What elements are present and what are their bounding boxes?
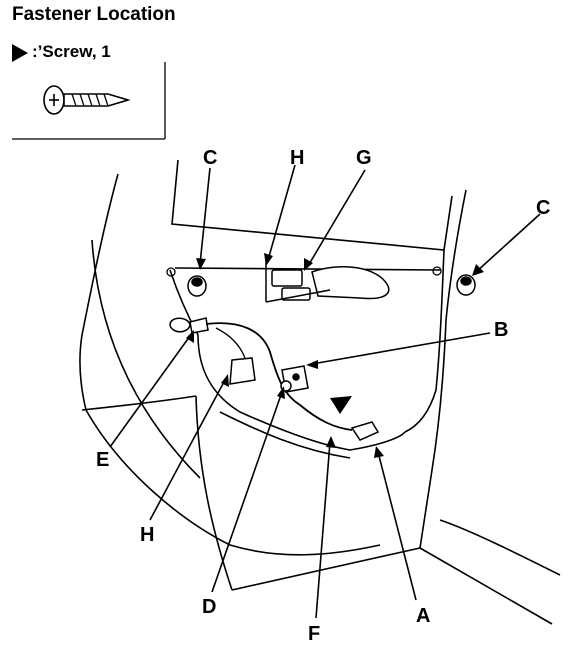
legend-box <box>12 62 166 140</box>
callout-a: A <box>416 605 430 627</box>
clip-c-left <box>187 275 207 297</box>
connector-f <box>350 421 380 441</box>
bracket-h-lower <box>229 357 256 385</box>
page-title: Fastener Location <box>12 4 176 25</box>
bracket-b <box>280 365 309 393</box>
callout-h-upper: H <box>290 147 304 169</box>
callout-d: D <box>202 596 216 618</box>
callout-c-right: C <box>536 197 550 219</box>
callout-h-lower: H <box>140 524 154 546</box>
wire-harness <box>205 322 353 431</box>
door-outline <box>79 159 561 625</box>
callout-c-left: C <box>203 147 217 169</box>
callout-e: E <box>96 449 109 471</box>
handle-assembly <box>265 262 390 303</box>
triangle-icon <box>12 44 28 62</box>
clip-c-right <box>456 274 476 296</box>
leader-arrowheads <box>186 253 484 458</box>
callout-f: F <box>308 623 320 645</box>
screw-legend-label: :’Screw, 1 <box>32 42 111 61</box>
screw-location-triangle <box>330 396 352 414</box>
screw-icon <box>43 85 131 115</box>
leader-lines <box>109 164 541 619</box>
connector-e <box>169 317 209 334</box>
callout-g: G <box>356 147 372 169</box>
callout-b: B <box>494 319 508 341</box>
